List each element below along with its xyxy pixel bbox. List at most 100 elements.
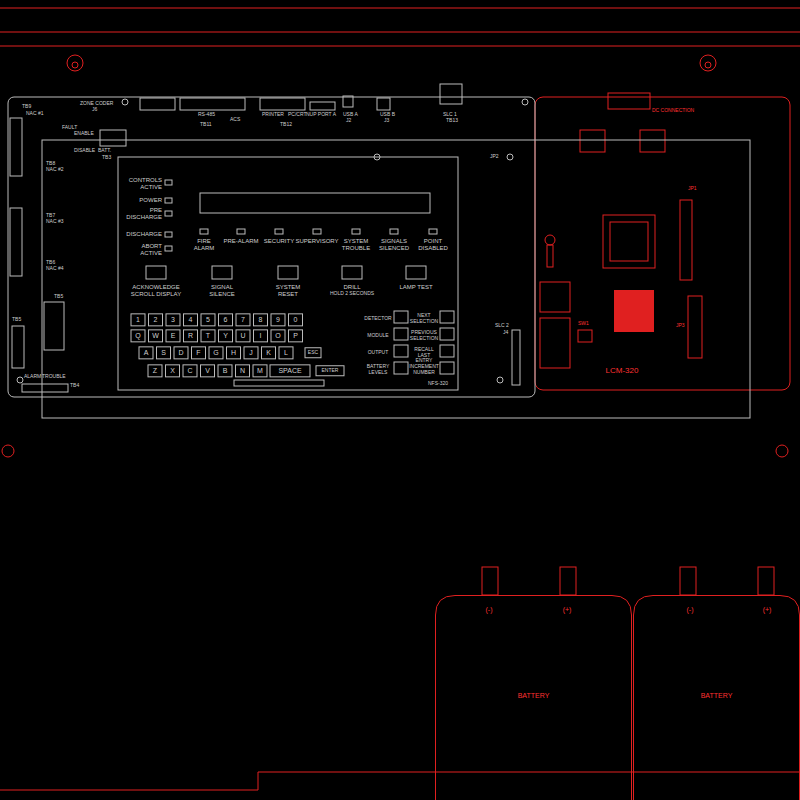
panel-label: TB6 [46, 260, 55, 266]
control-outline [440, 345, 454, 357]
control-outline [254, 330, 268, 342]
key-label: ENTER [322, 368, 339, 374]
panel-label: NUP PORT A [306, 112, 336, 118]
key-label: V [205, 367, 210, 375]
control-outline [200, 229, 208, 234]
control-outline [406, 266, 426, 279]
panel-label: BATTERY LEVELS [364, 364, 392, 375]
control-outline [275, 229, 283, 234]
key-label: 5 [206, 316, 210, 324]
key-label: X [170, 367, 175, 375]
control-outline [165, 211, 172, 216]
control-outline [394, 328, 408, 340]
panel-label: DRILL [343, 284, 360, 291]
key-label: G [213, 349, 218, 357]
key-label: 3 [171, 316, 175, 324]
panel-label: LAMP TEST [396, 284, 436, 291]
panel-label: SUPERVISORY [295, 238, 338, 245]
control-outline [236, 330, 250, 342]
panel-label: J2 [346, 118, 351, 124]
control-outline [219, 330, 233, 342]
battery-terminal [560, 567, 576, 595]
panel-label: ACKNOWLEDGE SCROLL DISPLAY [125, 284, 187, 297]
control-outline [394, 311, 408, 323]
panel-label: NAC #2 [46, 167, 64, 173]
panel-label: NAC #1 [26, 111, 44, 117]
panel-label: RS-485 [198, 112, 215, 118]
control-outline [192, 347, 206, 359]
control-outline [440, 311, 454, 323]
panel-label: TROUBLE [42, 374, 66, 380]
control-outline [342, 266, 362, 279]
key-label: E [171, 332, 176, 340]
panel-label: NAC #3 [46, 219, 64, 225]
key-label: 7 [241, 316, 245, 324]
control-outline [139, 347, 153, 359]
panel-label: SECURITY [264, 238, 294, 245]
panel-label: ACS [230, 117, 240, 123]
key-label: J [249, 349, 253, 357]
key-label: SPACE [278, 367, 301, 375]
control-outline [201, 330, 215, 342]
panel-label: DC CONNECTION [652, 108, 694, 114]
control-outline [174, 347, 188, 359]
key-label: O [275, 332, 280, 340]
key-label: Q [135, 332, 140, 340]
control-outline [390, 229, 398, 234]
panel-label: SYSTEM TROUBLE [338, 238, 374, 251]
key-label: 1 [136, 316, 140, 324]
control-outline [236, 365, 250, 377]
panel-label: POWER [139, 197, 162, 204]
panel-label: DISABLE [74, 148, 95, 154]
panel-label: FIRE ALARM [187, 238, 221, 251]
panel-label: ENABLE [74, 131, 94, 137]
control-outline [183, 365, 197, 377]
control-outline [270, 365, 310, 377]
panel-label: TB3 [102, 155, 111, 161]
battery-terminal [758, 567, 774, 595]
panel-label: USB B [380, 112, 395, 118]
battery-terminal [680, 567, 696, 595]
control-outline [440, 328, 454, 340]
control-outline [165, 246, 172, 251]
key-label: 9 [276, 316, 280, 324]
key-label: N [240, 367, 245, 375]
control-outline [279, 347, 293, 359]
control-outline [166, 365, 180, 377]
control-outline [166, 330, 180, 342]
panel-label: SIGNAL SILENCE [202, 284, 242, 297]
panel-label: FAULT [62, 125, 77, 131]
panel-label: J4 [503, 330, 508, 336]
key-label: M [257, 367, 263, 375]
control-outline [394, 345, 408, 357]
panel-label: NAC #4 [46, 266, 64, 272]
panel-label: PREVIOUS SELECTION [409, 330, 439, 341]
battery-label: BATTERY [435, 692, 632, 699]
panel-label: TB4 [70, 383, 79, 389]
control-outline [212, 266, 232, 279]
key-label: C [187, 367, 192, 375]
panel-label: SLC 1 [443, 112, 457, 118]
panel-label: (-) [687, 606, 694, 614]
key-label: I [260, 332, 262, 340]
panel-label: NFS-320 [428, 381, 448, 387]
panel-label: TB8 [46, 161, 55, 167]
key-label: R [188, 332, 193, 340]
panel-label: CONTROLS ACTIVE [120, 177, 162, 190]
battery-label: BATTERY [633, 692, 800, 699]
key-label: ESC [308, 350, 318, 356]
panel-label: DETECTOR [364, 316, 391, 322]
panel-label: INCREMENT NUMBER [409, 364, 439, 375]
control-outline [236, 314, 250, 326]
control-outline [149, 330, 163, 342]
key-label: B [223, 367, 228, 375]
control-outline [440, 362, 454, 374]
panel-label: LCM-320 [606, 367, 639, 376]
panel-label: PRINTER [262, 112, 284, 118]
control-outline [146, 266, 166, 279]
control-outline [209, 347, 223, 359]
panel-label: POINT DISABLED [416, 238, 450, 251]
control-outline [316, 366, 344, 376]
panel-label: PRE-ALARM [223, 238, 258, 245]
